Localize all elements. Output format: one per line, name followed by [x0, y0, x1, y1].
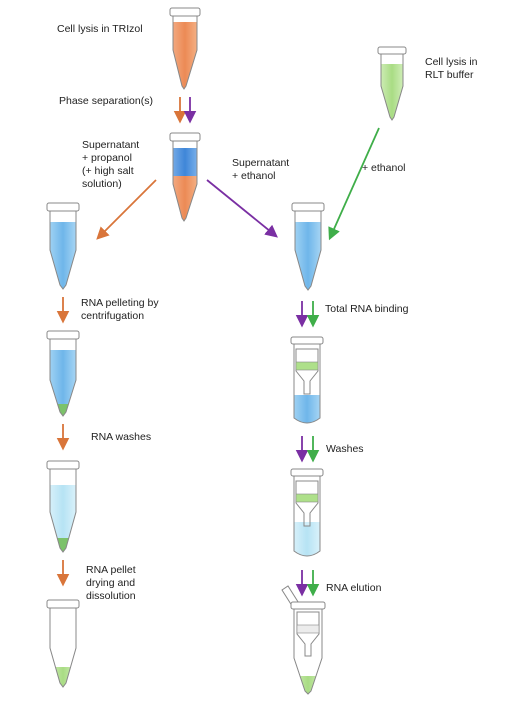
washed-pellet-tube: [46, 460, 80, 553]
label-rlt-lysis: Cell lysis in RLT buffer: [425, 56, 478, 81]
label-supernatant-propanol: Supernatant + propanol (+ high salt solu…: [82, 139, 140, 190]
rlt-tube: [377, 46, 407, 121]
label-rna-pelleting: RNA pelleting by centrifugation: [81, 297, 159, 322]
label-phase-separation: Phase separation(s): [59, 95, 153, 107]
label-supernatant-ethanol: Supernatant + ethanol: [232, 157, 290, 182]
trizol-tube: [169, 7, 201, 90]
label-pellet-drying: RNA pellet drying and dissolution: [86, 564, 136, 602]
ethanol-mix-tube: [291, 202, 325, 291]
spin-column-binding: [290, 336, 324, 424]
elution-tube: [281, 585, 326, 695]
to-propanol-arrow: [96, 179, 157, 240]
label-trizol-lysis: Cell lysis in TRIzol: [57, 23, 143, 35]
label-total-rna-binding: Total RNA binding: [325, 303, 409, 315]
pelleted-rna-tube: [46, 330, 80, 417]
label-rna-washes: RNA washes: [91, 431, 152, 443]
label-plus-ethanol: + ethanol: [362, 162, 406, 174]
arrows: [56, 97, 380, 597]
phase-separated-tube: [169, 132, 201, 222]
to-ethanol-arrow: [206, 179, 278, 238]
propanol-tube: [46, 202, 80, 290]
label-washes: Washes: [326, 443, 364, 455]
label-rna-elution: RNA elution: [326, 582, 382, 594]
spin-column-washes: [290, 468, 324, 557]
dissolved-rna-tube: [46, 599, 80, 688]
rlt-plus-ethanol-arrow: [328, 127, 380, 241]
